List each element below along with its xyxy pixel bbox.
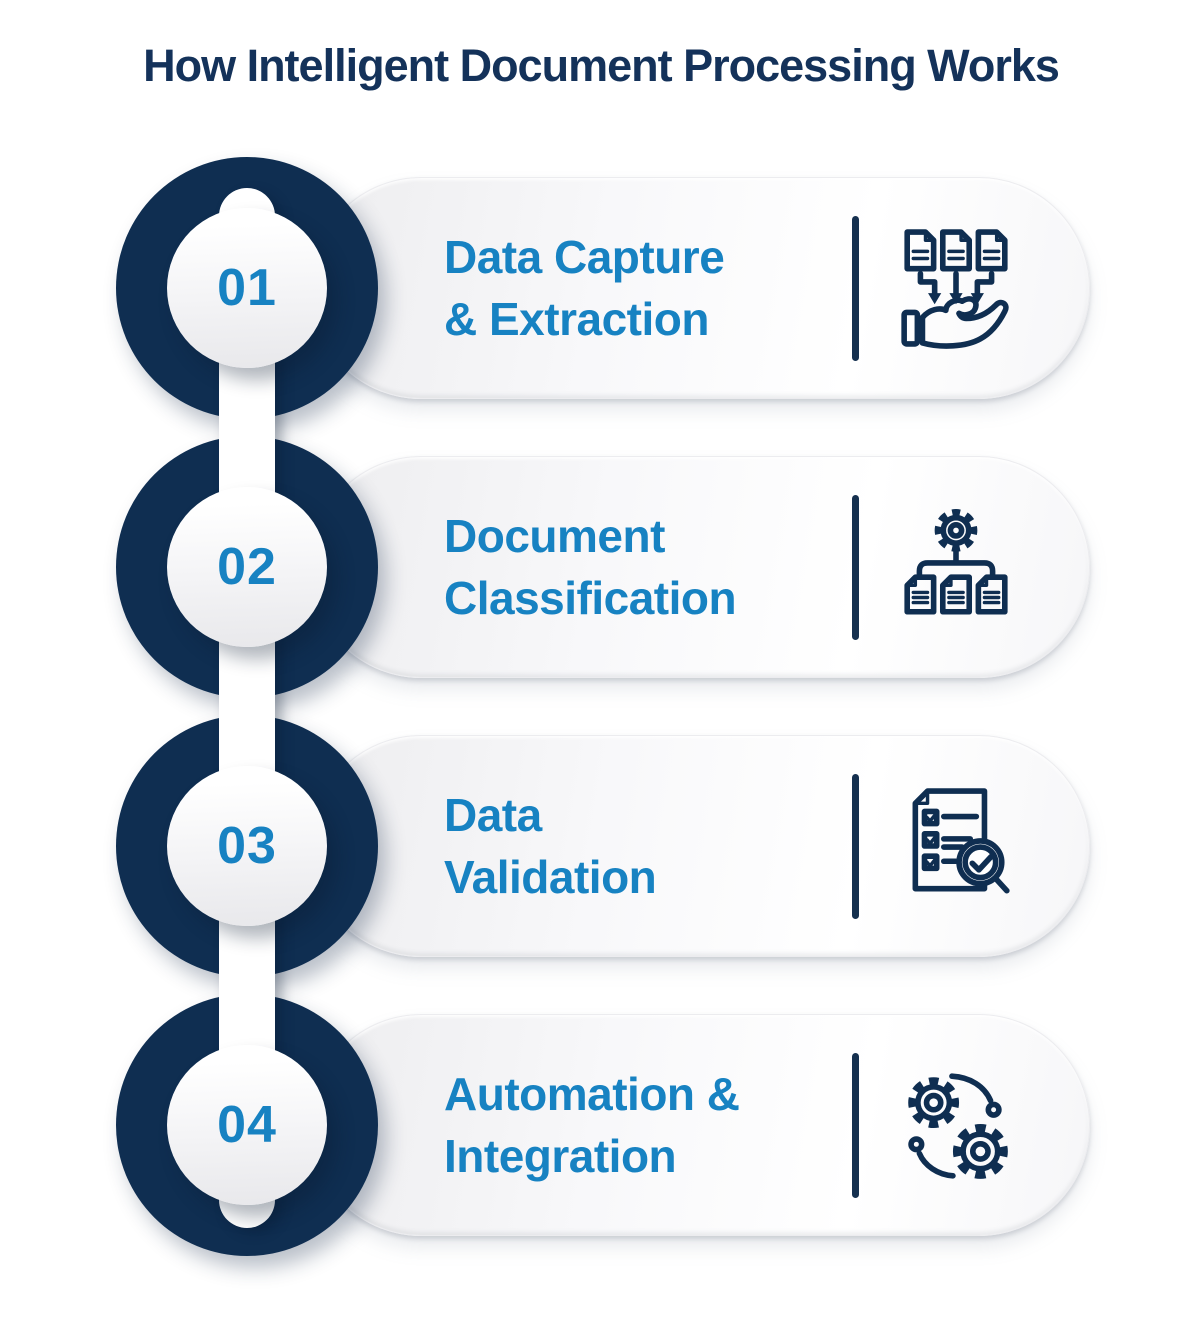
step-4-number-circle: 04	[167, 1045, 327, 1205]
page-title: How Intelligent Document Processing Work…	[143, 40, 1060, 91]
step-3-number: 03	[217, 817, 277, 875]
gear-document-tree-icon	[895, 492, 1017, 642]
vertical-divider	[852, 1052, 859, 1198]
step-1-number-circle: 01	[167, 208, 327, 368]
checklist-magnifier-icon	[895, 771, 1017, 921]
step-4-title: Automation & Integration	[444, 1068, 740, 1182]
step-1-number: 01	[217, 259, 277, 317]
vertical-divider	[852, 773, 859, 919]
step-2-number-circle: 02	[167, 487, 327, 647]
step-2-number: 02	[217, 538, 277, 596]
step-3-number-circle: 03	[167, 766, 327, 926]
vertical-divider	[852, 494, 859, 640]
documents-into-hand-icon	[895, 213, 1017, 363]
step-4-number: 04	[217, 1096, 277, 1154]
step-3-title: Data Validation	[444, 789, 657, 903]
vertical-divider	[852, 215, 859, 361]
step-2-title: Document Classification	[444, 510, 737, 624]
step-4-card: Automation & Integration	[310, 1014, 1090, 1236]
step-1-title: Data Capture & Extraction	[444, 231, 725, 345]
gears-sync-icon	[895, 1050, 1017, 1200]
step-3-card: Data Validation	[310, 735, 1090, 957]
step-2-card: Document Classification	[310, 456, 1090, 678]
step-1-card: Data Capture & Extraction	[310, 177, 1090, 399]
